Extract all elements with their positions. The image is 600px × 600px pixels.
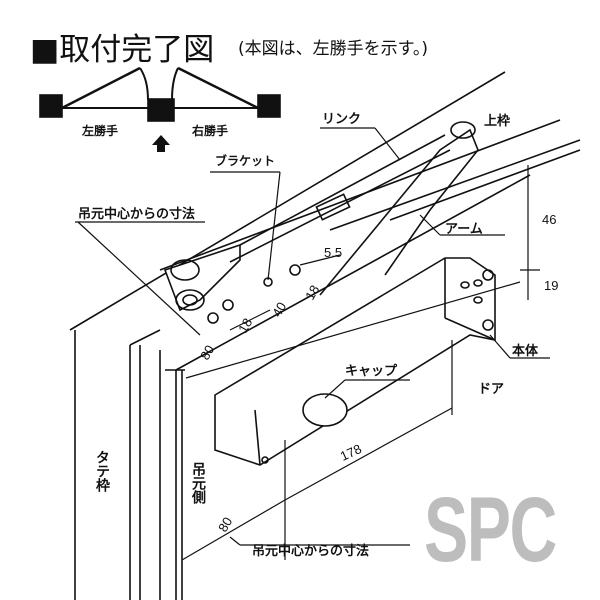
top-frame-lines — [69, 71, 581, 600]
dimension-19: 19 — [544, 278, 559, 293]
dimension-5-5: 5.5 — [324, 245, 343, 260]
hand-diagram-lines — [39, 66, 281, 152]
top-frame-label: 上枠 — [484, 114, 511, 129]
bracket-label: ブラケット — [215, 154, 276, 168]
arm-label: アーム — [445, 222, 483, 237]
link-label: リンク — [322, 112, 362, 127]
spc-watermark: SPC — [424, 479, 557, 581]
dimension-46: 46 — [542, 212, 557, 227]
body-label: 本体 — [512, 344, 539, 359]
leader-lines — [75, 127, 550, 561]
dimension-from-hinge-label-bottom: 吊元中心からの寸法 — [252, 544, 370, 559]
cap-label: キャップ — [345, 364, 398, 379]
right-hand-label: 右勝手 — [192, 124, 229, 138]
door-label: ドア — [478, 382, 505, 397]
hinge-side-label: 吊元側 — [190, 462, 206, 504]
dimension-from-hinge-label-top: 吊元中心からの寸法 — [78, 207, 196, 222]
left-hand-label: 左勝手 — [82, 124, 119, 138]
vertical-frame-label: タテ枠 — [94, 450, 110, 492]
title-note: (本図は、左勝手を示す。) — [238, 39, 429, 59]
page-title: ■取付完了図 — [30, 32, 215, 68]
